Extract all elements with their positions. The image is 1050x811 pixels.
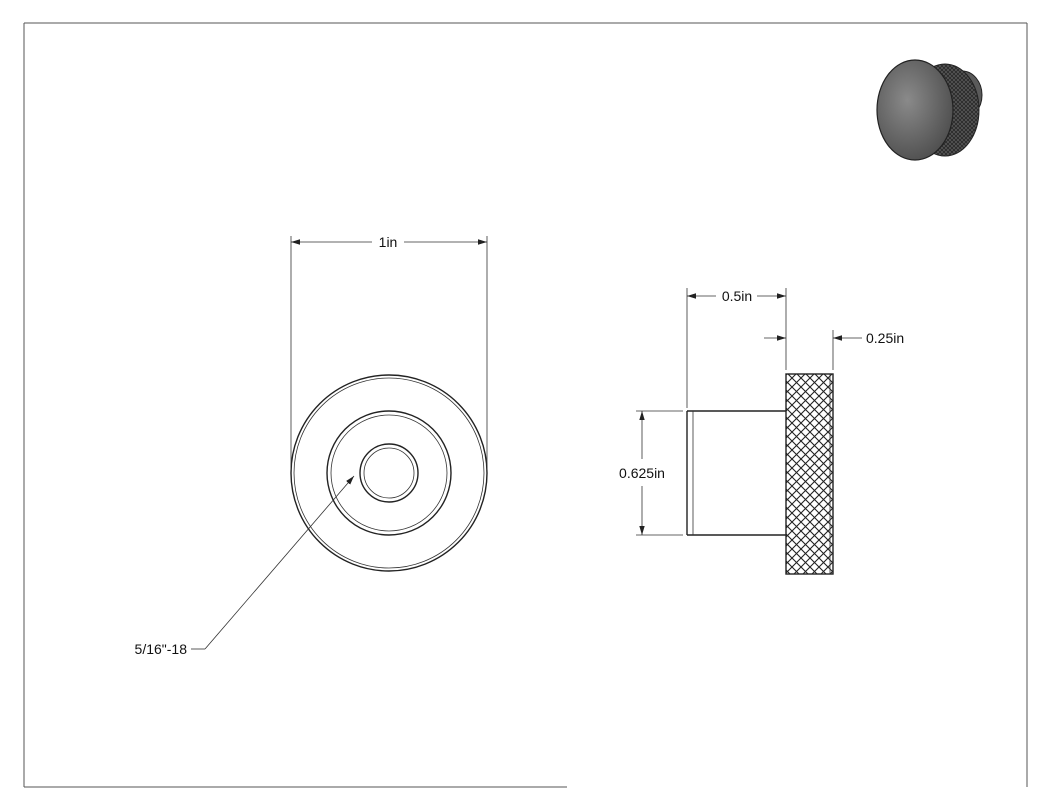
shank-diameter-label: 0.625in xyxy=(619,465,665,481)
shank-outline xyxy=(686,410,786,536)
drawing-frame xyxy=(23,22,1028,788)
thread-minor-circle xyxy=(363,447,415,499)
thread-leader-line xyxy=(204,475,355,650)
outer-chamfer-circle xyxy=(293,377,485,569)
shank-length-label: 0.5in xyxy=(722,288,752,304)
shank-circle xyxy=(326,410,452,536)
thread-major-circle xyxy=(359,443,419,503)
front-view: 1in 5/16"-18 xyxy=(135,234,488,657)
thread-callout-label: 5/16"-18 xyxy=(135,641,188,657)
knurled-head xyxy=(785,373,834,575)
shank-chamfer-circle xyxy=(330,414,448,532)
outer-knurl-circle xyxy=(290,374,488,572)
front-width-label: 1in xyxy=(379,234,398,250)
knurl-width-label: 0.25in xyxy=(866,330,904,346)
knob-isometric-thumbnail xyxy=(876,59,983,161)
side-view: 0.5in 0.25in 0.625in xyxy=(619,288,904,575)
